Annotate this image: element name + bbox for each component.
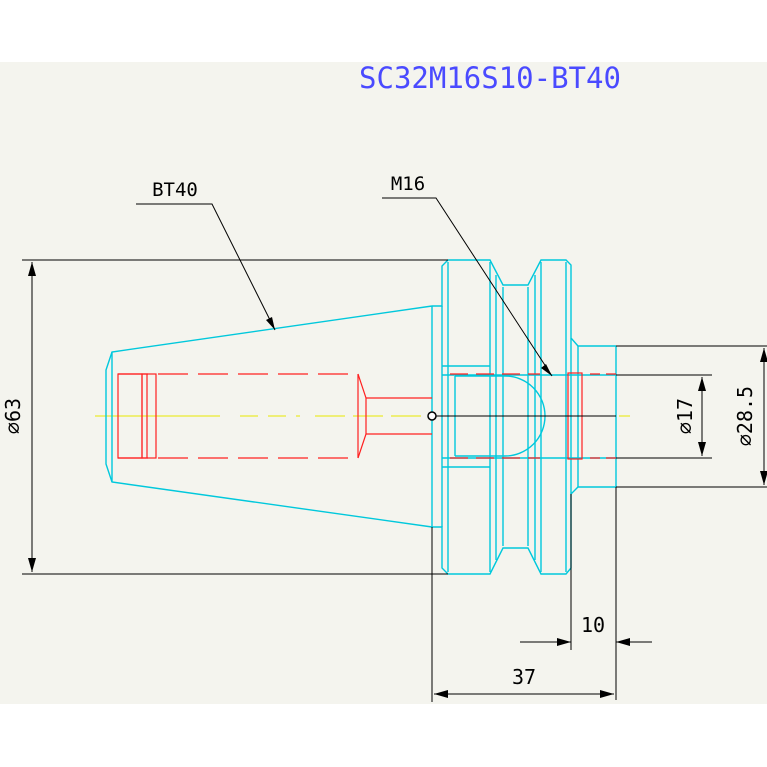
dim-body-diameter: ⌀63 — [1, 398, 25, 434]
dimension-lines — [22, 197, 767, 702]
dim-overall-length: 37 — [512, 665, 536, 689]
drawing-sheet — [0, 62, 767, 704]
taper-callout: BT40 — [152, 179, 198, 201]
thread-callout: M16 — [391, 173, 425, 195]
dimension-arrows — [28, 262, 767, 698]
dim-bore-diameter: ⌀17 — [673, 398, 697, 434]
drawing-title: SC32M16S10-BT40 — [359, 61, 621, 95]
gauge-point — [427, 411, 437, 421]
dim-short-length: 10 — [581, 613, 605, 637]
hidden-bore-lines — [117, 372, 616, 460]
holder-outline — [105, 259, 617, 575]
dim-shank-diameter: ⌀28.5 — [733, 386, 757, 446]
